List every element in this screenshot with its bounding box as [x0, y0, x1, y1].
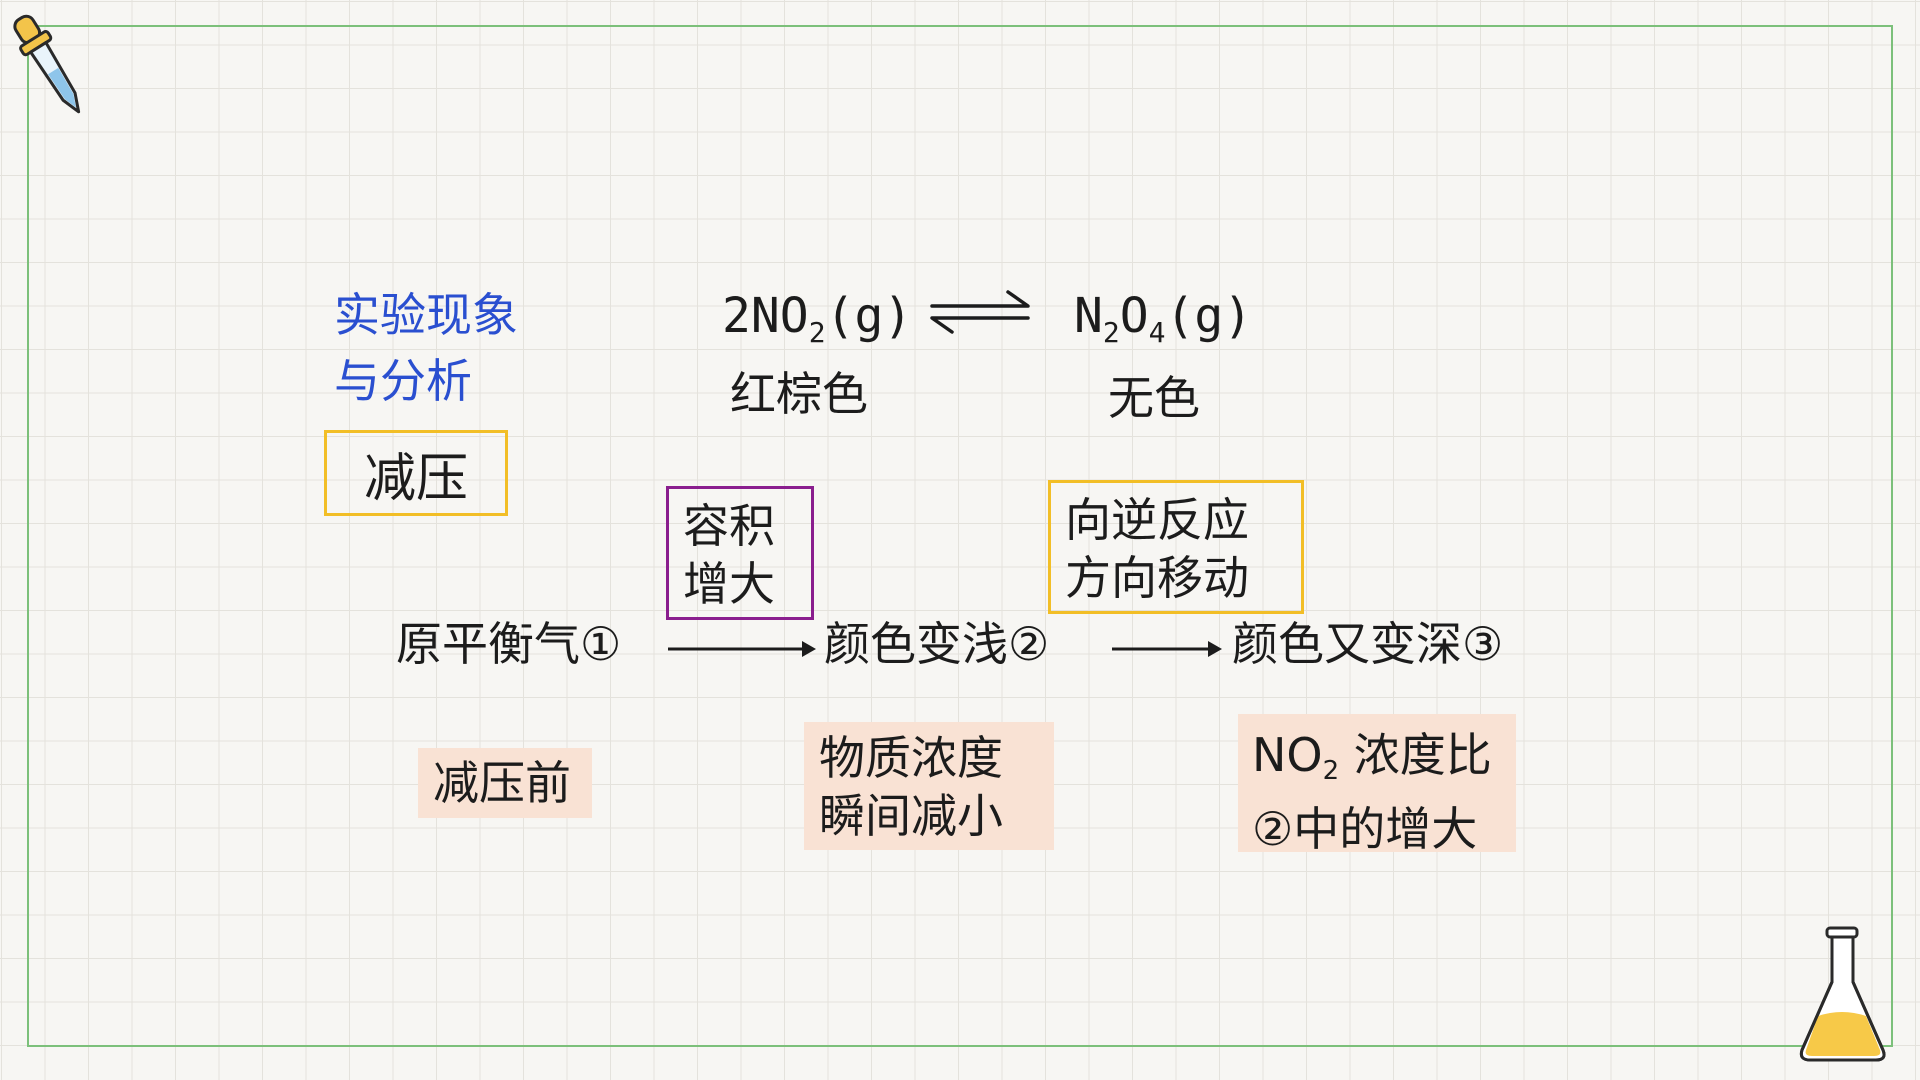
note-conc-line2: 瞬间减小	[819, 789, 1003, 843]
section-heading: 实验现象 与分析	[334, 282, 518, 414]
volume-tag-line1: 容积	[683, 499, 775, 553]
condition-box: 减压	[324, 430, 508, 516]
equation-reactant: 2NO2(g)	[722, 283, 912, 366]
note-conc-line1: 物质浓度	[819, 731, 1003, 785]
product-color-label: 无色	[1108, 371, 1200, 425]
note-no2-subscript: 2	[1322, 756, 1340, 786]
reactant-subscript: 2	[808, 316, 826, 349]
volume-tag-line2: 增大	[683, 557, 775, 611]
section-heading-line1: 实验现象	[334, 288, 518, 342]
flask-icon	[1799, 926, 1886, 1062]
product-formula-o: O	[1119, 288, 1149, 344]
note-no2-line2: ②中的增大	[1252, 802, 1478, 856]
stage-2-text: 颜色变浅②	[824, 617, 1050, 671]
note-before-text: 减压前	[433, 756, 571, 810]
note-no2-concentration: NO2 浓度比 ②中的增大	[1238, 714, 1516, 856]
product-subscript-1: 2	[1102, 316, 1120, 349]
product-state: (g)	[1165, 288, 1253, 344]
note-no2-line1: NO2 浓度比	[1252, 726, 1501, 800]
equation-product: N2O4(g)	[1074, 283, 1252, 366]
note-no2-rest: 浓度比	[1339, 728, 1492, 782]
stage-3-text: 颜色又变深③	[1232, 617, 1504, 671]
process-arrow-1-icon	[668, 641, 816, 657]
dropper-icon	[13, 14, 81, 114]
reactant-coefficient: 2	[722, 288, 751, 344]
shift-tag-line2: 方向移动	[1065, 551, 1249, 605]
section-heading-line2: 与分析	[334, 354, 472, 408]
note-before-decompression: 减压前	[418, 748, 592, 818]
process-arrow-2-icon	[1112, 641, 1222, 657]
note-no2-formula: NO	[1252, 728, 1323, 782]
reactant-color-label: 红棕色	[730, 367, 868, 421]
stage-1-text: 原平衡气①	[396, 617, 622, 671]
note-concentration-drop: 物质浓度 瞬间减小	[804, 722, 1054, 850]
product-formula-n: N	[1074, 288, 1103, 344]
reactant-formula: NO	[750, 288, 809, 344]
reactant-state: (g)	[825, 288, 913, 344]
shift-direction-tag: 向逆反应 方向移动	[1048, 480, 1304, 614]
product-subscript-2: 4	[1148, 316, 1166, 349]
shift-tag-line1: 向逆反应	[1065, 493, 1249, 547]
content-frame	[27, 25, 1893, 1047]
volume-increase-tag: 容积 增大	[666, 486, 814, 620]
equilibrium-arrows-icon	[930, 290, 1030, 334]
condition-label: 减压	[363, 448, 468, 509]
